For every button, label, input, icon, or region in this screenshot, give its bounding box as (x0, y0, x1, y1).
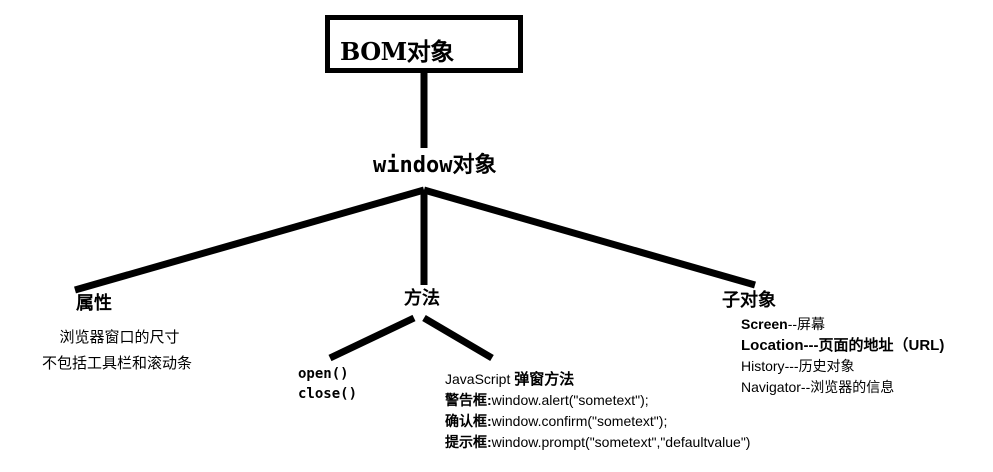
child-location-name: Location (741, 337, 804, 354)
popup-alert-row: 警告框:window.alert("sometext"); (445, 392, 649, 408)
method-open: open() (298, 366, 349, 382)
method-close: close() (298, 386, 358, 402)
child-screen-name: Screen (741, 316, 788, 332)
popup-alert-code: window.alert("sometext"); (491, 392, 649, 408)
child-navigator-name: Navigator (741, 379, 801, 395)
popup-prompt-row: 提示框:window.prompt("sometext","defaultval… (445, 434, 751, 450)
popup-methods-block: JavaScript 弹窗方法 警告框:window.alert("somete… (445, 369, 750, 453)
child-location-desc: 页面的地址（URL) (818, 337, 945, 354)
popup-confirm-label: 确认框 (445, 413, 487, 429)
child-history-name: History (741, 358, 785, 374)
popup-confirm-row: 确认框:window.confirm("sometext"); (445, 413, 668, 429)
popup-title-prefix: JavaScript (445, 371, 511, 387)
child-navigator-desc: 浏览器的信息 (810, 379, 895, 395)
popup-title: JavaScript 弹窗方法 (445, 369, 750, 390)
properties-description: 浏览器窗口的尺寸 不包括工具栏和滚动条 (42, 324, 192, 376)
child-history-desc: 历史对象 (798, 358, 855, 374)
methods-basic-list: open() close() (298, 364, 357, 404)
root-node: BOM对象 (325, 15, 523, 73)
root-label: BOM对象 (340, 37, 454, 66)
child-navigator: Navigator--浏览器的信息 (741, 379, 895, 395)
child-location: Location---页面的地址（URL) (741, 337, 945, 354)
children-title: 子对象 (722, 290, 776, 311)
properties-title: 属性 (76, 293, 112, 314)
properties-line-1: 浏览器窗口的尺寸 (59, 328, 180, 346)
window-to-children-line (423, 186, 756, 289)
popup-confirm-code: window.confirm("sometext"); (491, 413, 668, 429)
popup-alert-label: 警告框 (445, 392, 487, 408)
child-history: History---历史对象 (741, 358, 855, 374)
children-list: Screen--屏幕 Location---页面的地址（URL) History… (741, 314, 944, 398)
popup-title-text: 弹窗方法 (514, 371, 575, 388)
popup-prompt-label: 提示框 (445, 434, 487, 450)
methods-to-popup-line (422, 314, 494, 362)
methods-title: 方法 (404, 288, 440, 309)
child-screen: Screen--屏幕 (741, 316, 826, 332)
window-node-label: window对象 (373, 153, 497, 178)
window-to-properties-line (74, 186, 425, 294)
popup-prompt-code: window.prompt("sometext","defaultvalue") (491, 434, 751, 450)
properties-line-2: 不包括工具栏和滚动条 (42, 354, 193, 372)
methods-to-basic-line (328, 314, 416, 362)
child-screen-desc: 屏幕 (797, 316, 826, 332)
